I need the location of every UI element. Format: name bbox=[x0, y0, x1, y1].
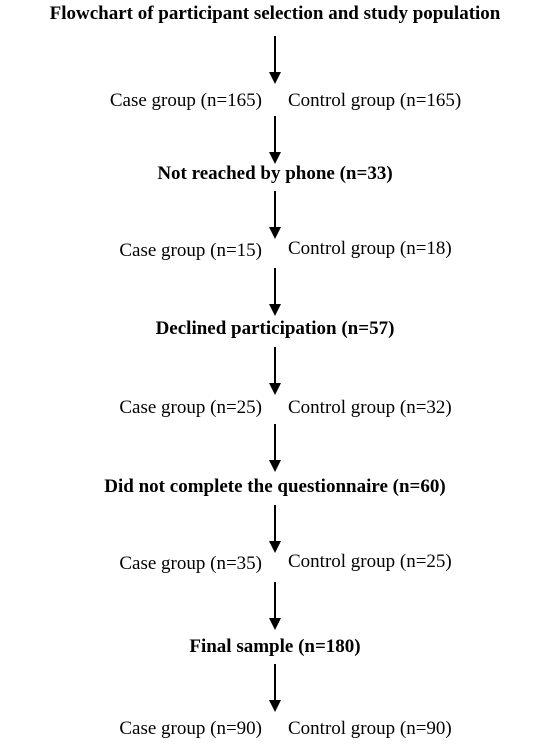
control-group-declined: Control group (n=32) bbox=[288, 397, 452, 418]
control-group-incomplete: Control group (n=25) bbox=[288, 551, 452, 572]
heading-declined: Declined participation (n=57) bbox=[155, 318, 395, 339]
control-group-final: Control group (n=90) bbox=[288, 718, 452, 739]
case-group-initial: Case group (n=165) bbox=[109, 90, 262, 111]
down-arrow-icon bbox=[269, 36, 281, 84]
case-group-not-reached: Case group (n=15) bbox=[119, 240, 262, 261]
down-arrow-icon bbox=[269, 505, 281, 553]
down-arrow-icon bbox=[269, 191, 281, 239]
down-arrow-icon bbox=[269, 664, 281, 712]
case-group-final: Case group (n=90) bbox=[119, 718, 262, 739]
control-group-not-reached: Control group (n=18) bbox=[288, 238, 452, 259]
case-group-declined: Case group (n=25) bbox=[119, 397, 262, 418]
case-group-incomplete: Case group (n=35) bbox=[119, 553, 262, 574]
down-arrow-icon bbox=[269, 347, 281, 395]
heading-incomplete-questionnaire: Did not complete the questionnaire (n=60… bbox=[104, 476, 446, 497]
page-title: Flowchart of participant selection and s… bbox=[49, 3, 501, 24]
down-arrow-icon bbox=[269, 116, 281, 164]
heading-not-reached: Not reached by phone (n=33) bbox=[157, 163, 393, 184]
down-arrow-icon bbox=[269, 268, 281, 316]
heading-final-sample: Final sample (n=180) bbox=[189, 636, 361, 657]
down-arrow-icon bbox=[269, 424, 281, 472]
control-group-initial: Control group (n=165) bbox=[288, 90, 462, 111]
down-arrow-icon bbox=[269, 582, 281, 630]
